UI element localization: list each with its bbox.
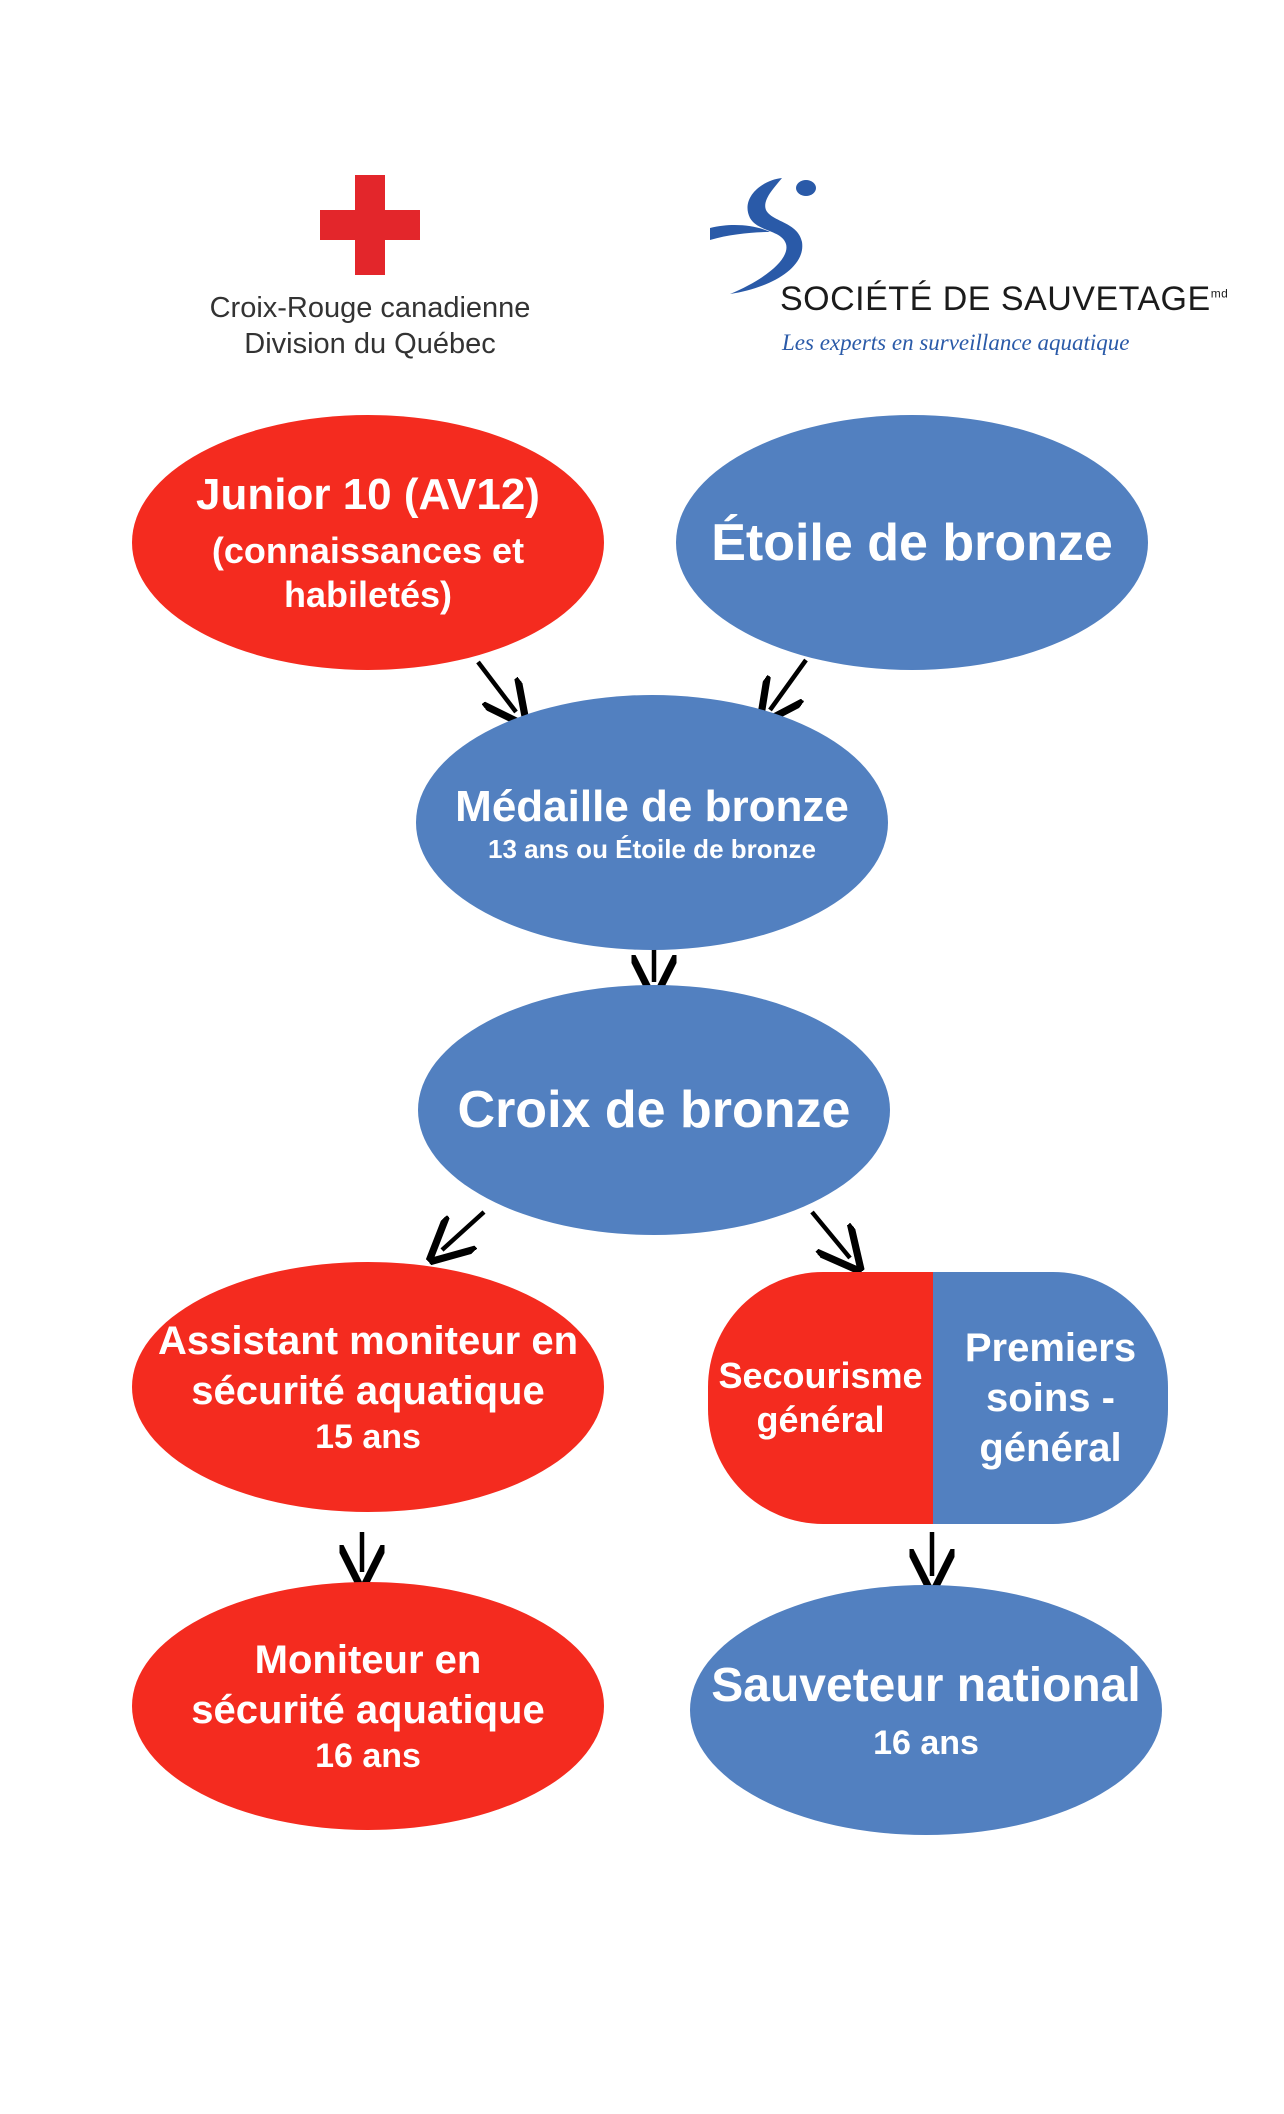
sauveteur-age: 16 ans (873, 1724, 979, 1762)
red-cross-logo: Croix-Rouge canadienne Division du Québe… (190, 175, 550, 365)
junior-sub-1: (connaissances et (211, 529, 525, 571)
medaille-title: Médaille de bronze (455, 781, 849, 831)
secourisme-line-1: Secourisme (718, 1355, 923, 1396)
arrow-croix-to-secourisme (810, 1210, 850, 1258)
medaille-sub: 13 ans ou Étoile de bronze (488, 833, 816, 864)
trademark-mark: md (1210, 286, 1229, 301)
node-medaille-de-bronze: Médaille de bronze 13 ans ou Étoile de b… (416, 695, 888, 950)
node-etoile-de-bronze: Étoile de bronze (676, 415, 1148, 670)
moniteur-line-1: Moniteur en (254, 1638, 482, 1682)
moniteur-age: 16 ans (315, 1737, 421, 1775)
lifesaving-society-name: SOCIÉTÉ DE SAUVETAGE (780, 280, 1211, 318)
node-sauveteur-national: Sauveteur national 16 ans (690, 1585, 1162, 1835)
assistant-age: 15 ans (315, 1418, 421, 1456)
junior-sub-2: habiletés) (283, 573, 453, 615)
premiers-line-3: général (979, 1426, 1122, 1470)
etoile-title: Étoile de bronze (711, 513, 1113, 572)
red-cross-name: Croix-Rouge canadienne (209, 292, 531, 324)
arrow-etoile-to-medaille (770, 658, 808, 710)
secourisme-general-half: Secourisme général (708, 1272, 933, 1524)
premiers-soins-half: Premiers soins - général (933, 1272, 1168, 1524)
junior-title: Junior 10 (AV12) (196, 469, 540, 519)
lifesaving-tagline: Les experts en surveillance aquatique (782, 330, 1130, 355)
arrow-junior-to-medaille (476, 660, 516, 712)
node-moniteur: Moniteur en sécurité aquatique 16 ans (132, 1582, 604, 1830)
red-cross-division: Division du Québec (244, 328, 496, 360)
arrow-croix-to-assistant (442, 1210, 486, 1250)
node-secourisme-premiers-soins: Secourisme général Premiers soins - géné… (708, 1272, 1168, 1524)
secourisme-line-2: général (756, 1399, 885, 1440)
sauveteur-title: Sauveteur national (711, 1659, 1141, 1712)
node-junior-10: Junior 10 (AV12) (connaissances et habil… (132, 415, 604, 670)
croix-title: Croix de bronze (457, 1081, 851, 1139)
swimmer-s-icon (710, 178, 816, 294)
premiers-line-1: Premiers (964, 1326, 1137, 1370)
moniteur-line-2: sécurité aquatique (191, 1688, 545, 1732)
assistant-line-1: Assistant moniteur en (157, 1319, 579, 1363)
lifesaving-society-logo: SOCIÉTÉ DE SAUVETAGEmd Les experts en su… (700, 170, 1228, 370)
premiers-line-2: soins - (986, 1376, 1115, 1420)
red-cross-icon (320, 175, 420, 275)
assistant-line-2: sécurité aquatique (191, 1369, 545, 1413)
node-assistant-moniteur: Assistant moniteur en sécurité aquatique… (132, 1262, 604, 1512)
node-croix-de-bronze: Croix de bronze (418, 985, 890, 1235)
